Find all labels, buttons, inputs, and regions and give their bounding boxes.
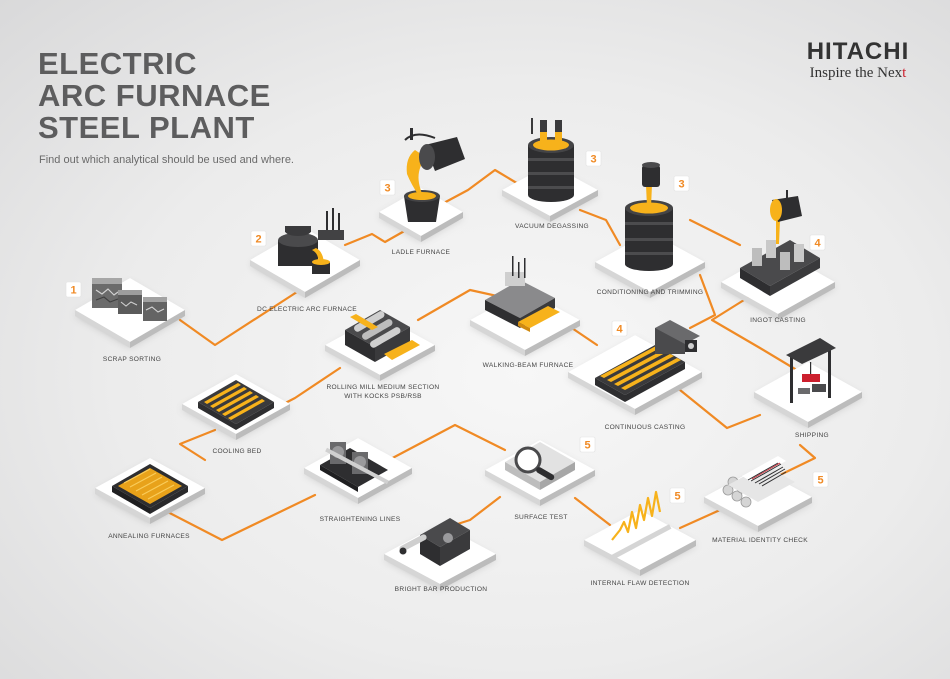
connector-furnace-to-ladle <box>343 223 417 247</box>
station-dc-electric-arc-furnace[interactable]: 2 DC ELECTRIC ARC FURNACE <box>250 208 360 313</box>
station-label: ANNEALING FURNACES <box>108 533 190 540</box>
title-line-2: ARC FURNACE <box>38 78 271 113</box>
station-material-identity-check[interactable]: 5 MATERIAL IDENTITY CHECK <box>704 456 829 544</box>
station-label: STRAIGHTENING LINES <box>320 516 401 523</box>
step-number: 4 <box>616 324 623 336</box>
station-cooling-bed[interactable]: COOLING BED <box>182 374 290 455</box>
page-subtitle: Find out which analytical should be used… <box>39 154 294 166</box>
station-label: MATERIAL IDENTITY CHECK <box>712 537 808 544</box>
station-label: CONTINUOUS CASTING <box>605 424 686 431</box>
step-badge <box>812 471 829 488</box>
step-number: 1 <box>70 285 76 297</box>
station-scrap-sorting[interactable]: 1 SCRAP SORTING <box>65 278 185 363</box>
step-badge <box>65 281 82 298</box>
ladle-icon <box>404 128 465 222</box>
connector-conditioning-to-ingot <box>688 218 742 247</box>
step-number: 5 <box>674 491 680 503</box>
step-number: 4 <box>814 238 821 250</box>
bright-bar-icon <box>399 518 470 566</box>
step-badge <box>809 234 826 251</box>
title-line-3: STEEL PLANT <box>38 110 255 145</box>
station-surface-test[interactable]: 5 SURFACE TEST <box>485 436 596 521</box>
brand-logo: HITACHI Inspire the Next <box>798 40 918 82</box>
station-label: DC ELECTRIC ARC FURNACE <box>257 306 357 313</box>
step-badge <box>579 436 596 453</box>
step-number: 3 <box>590 154 596 166</box>
arc-furnace-icon <box>278 208 344 274</box>
crane-icon <box>786 338 836 403</box>
station-conditioning-and-trimming[interactable]: 3 CONDITIONING AND TRIMMING <box>595 162 705 298</box>
station-label: SHIPPING <box>795 432 829 439</box>
title-line-1: ELECTRIC <box>38 46 197 81</box>
station-walking-beam-furnace[interactable]: WALKING-BEAM FURNACE <box>470 256 580 369</box>
step-badge <box>585 150 602 167</box>
station-vacuum-degassing[interactable]: 3 VACUUM DEGASSING <box>502 118 602 230</box>
caster-icon <box>595 320 700 402</box>
station-label: WALKING-BEAM FURNACE <box>483 362 574 369</box>
connector-shipping-to-casting <box>678 388 762 430</box>
vacuum-vessel-icon <box>528 118 574 202</box>
station-label: SURFACE TEST <box>514 514 567 521</box>
connector-scrap-to-furnace <box>178 288 302 347</box>
station-straightening-lines[interactable]: STRAIGHTENING LINES <box>304 438 412 523</box>
station-continuous-casting[interactable]: 4 CONTINUOUS CASTING <box>568 320 702 431</box>
conditioning-vessel-icon <box>625 162 673 271</box>
step-badge <box>611 320 628 337</box>
station-label: LADLE FURNACE <box>392 249 451 256</box>
station-annealing-furnaces[interactable]: ANNEALING FURNACES <box>95 458 205 540</box>
connector-identity-to-shipping <box>778 443 817 477</box>
step-number: 3 <box>678 179 684 191</box>
brand-tagline-accent: t <box>902 65 907 81</box>
station-label: CONDITIONING AND TRIMMING <box>597 289 704 296</box>
connector-surface-to-flaw <box>573 496 612 527</box>
station-label: VACUUM DEGASSING <box>515 223 589 230</box>
station-shipping[interactable]: SHIPPING <box>754 338 862 439</box>
process-connectors <box>158 168 817 542</box>
step-number: 3 <box>384 183 390 195</box>
connector-flaw-to-identity <box>678 508 722 530</box>
straightener-icon <box>320 442 389 492</box>
brand-name: HITACHI <box>806 38 910 65</box>
station-internal-flaw-detection[interactable]: 5 INTERNAL FLAW DETECTION <box>584 487 696 587</box>
barcode-icon <box>722 456 795 508</box>
annealing-icon <box>112 464 188 514</box>
brand-tagline: Inspire the Next <box>798 64 918 82</box>
scrap-bales-icon <box>92 278 167 321</box>
step-badge <box>673 175 690 192</box>
cooling-bed-icon <box>198 380 274 430</box>
walking-beam-icon <box>485 256 560 332</box>
step-badge <box>250 230 267 247</box>
station-label: COOLING BED <box>212 448 261 455</box>
flaw-signal-icon <box>609 490 672 561</box>
station-label: SCRAP SORTING <box>103 356 161 363</box>
station-bright-bar-production[interactable]: BRIGHT BAR PRODUCTION <box>384 518 496 593</box>
station-label: INGOT CASTING <box>750 317 806 324</box>
connector-conditioning-to-casting <box>688 273 717 330</box>
station-label: INTERNAL FLAW DETECTION <box>590 580 689 587</box>
step-number: 5 <box>817 475 823 487</box>
station-rolling-mill[interactable]: ROLLING MILL MEDIUM SECTION WITH KOCKS P… <box>325 310 440 400</box>
step-badge <box>669 487 686 504</box>
station-ladle-furnace[interactable]: 3 LADLE FURNACE <box>379 128 465 256</box>
step-number: 5 <box>584 440 590 452</box>
ingot-mould-icon <box>740 190 820 296</box>
station-ingot-casting[interactable]: 4 INGOT CASTING <box>721 190 835 324</box>
station-label-line-1: ROLLING MILL MEDIUM SECTION <box>326 384 439 391</box>
brand-tagline-main: Inspire the Nex <box>809 65 903 81</box>
station-label: BRIGHT BAR PRODUCTION <box>395 586 488 593</box>
connector-ladle-to-vacuum <box>438 168 522 207</box>
step-number: 2 <box>255 234 261 246</box>
step-badge <box>379 179 396 196</box>
connector-vacuum-to-conditioning <box>578 208 622 247</box>
magnifier-icon <box>505 442 575 490</box>
rolling-mill-icon <box>345 310 420 362</box>
connector-ingot-to-shipping <box>710 288 802 374</box>
station-label-line-2: WITH KOCKS PSB/RSB <box>344 393 422 400</box>
connector-annealing-to-straightening <box>158 493 317 542</box>
connector-straightening-to-surface <box>383 423 507 464</box>
connector-cooling-to-annealing <box>178 428 217 462</box>
